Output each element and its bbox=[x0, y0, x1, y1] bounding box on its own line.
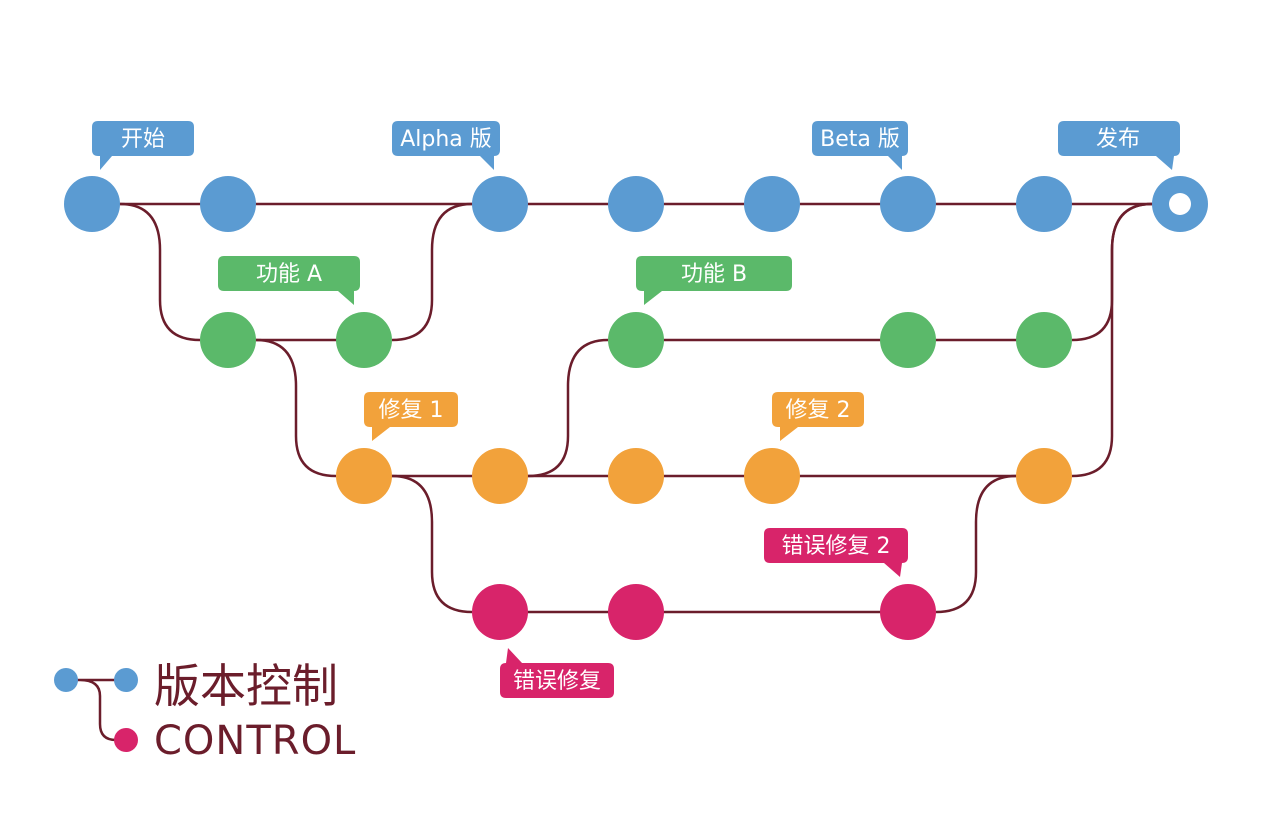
label-release: 发布 bbox=[1058, 121, 1180, 170]
label-bugfix-bubble bbox=[500, 648, 614, 698]
commit[interactable] bbox=[608, 176, 664, 232]
branch-icon-dot-3 bbox=[114, 728, 138, 752]
label-fix-2-text: 修复 2 bbox=[786, 398, 851, 423]
commit-fix-1[interactable] bbox=[336, 448, 392, 504]
feature-branch-commits bbox=[200, 312, 1072, 368]
label-feature-a-bubble bbox=[218, 256, 360, 305]
label-beta-bubble bbox=[812, 121, 908, 170]
label-beta: Beta 版 bbox=[812, 121, 908, 170]
label-feature-b-text: 功能 B bbox=[681, 262, 747, 287]
branch-fix-to-feature-b bbox=[527, 338, 609, 478]
label-bugfix: 错误修复 bbox=[500, 648, 614, 698]
commit-fix-2[interactable] bbox=[744, 448, 800, 504]
release-ring-center bbox=[1169, 193, 1191, 215]
merge-feature-to-alpha bbox=[391, 202, 473, 342]
bugfix-branch-commits bbox=[472, 584, 936, 640]
branch-icon-dot-1 bbox=[54, 668, 78, 692]
connections bbox=[92, 202, 1180, 614]
label-fix-1: 修复 1 bbox=[364, 392, 458, 441]
commit-alpha[interactable] bbox=[472, 176, 528, 232]
label-start-bubble bbox=[92, 121, 194, 170]
branch-start-to-feature bbox=[119, 202, 201, 342]
label-fix-1-text: 修复 1 bbox=[379, 398, 444, 423]
commit-beta[interactable] bbox=[880, 176, 936, 232]
commit[interactable] bbox=[1016, 176, 1072, 232]
branch-icon-lines bbox=[66, 678, 126, 742]
commit-feature-a[interactable] bbox=[336, 312, 392, 368]
label-feature-b: 功能 B bbox=[636, 256, 792, 305]
logo-title: 版本控制 bbox=[154, 659, 338, 713]
merge-fix-to-release bbox=[1071, 202, 1153, 478]
label-bugfix-2-bubble bbox=[764, 528, 908, 577]
label-start: 开始 bbox=[92, 121, 194, 170]
branch-fix-to-bugfix bbox=[391, 474, 473, 614]
label-alpha-bubble bbox=[392, 121, 500, 170]
label-alpha-text: Alpha 版 bbox=[400, 127, 492, 152]
commit[interactable] bbox=[880, 312, 936, 368]
label-bugfix-2: 错误修复 2 bbox=[764, 528, 908, 577]
label-release-text: 发布 bbox=[1096, 127, 1140, 152]
label-beta-text: Beta 版 bbox=[820, 127, 900, 152]
label-feature-a-text: 功能 A bbox=[256, 262, 322, 287]
branch-icon-dot-2 bbox=[114, 668, 138, 692]
label-feature-a: 功能 A bbox=[218, 256, 360, 305]
commit[interactable] bbox=[200, 176, 256, 232]
branch-icon bbox=[54, 668, 138, 752]
label-bugfix-2-text: 错误修复 2 bbox=[782, 534, 891, 559]
label-alpha: Alpha 版 bbox=[392, 121, 500, 170]
label-fix-2-bubble bbox=[772, 392, 864, 441]
commit[interactable] bbox=[1016, 312, 1072, 368]
logo: 版本控制 CONTROL bbox=[54, 659, 356, 764]
commit[interactable] bbox=[1016, 448, 1072, 504]
commit[interactable] bbox=[744, 176, 800, 232]
label-start-text: 开始 bbox=[121, 127, 165, 152]
label-fix-1-bubble bbox=[364, 392, 458, 441]
branch-feature-to-fix bbox=[255, 338, 337, 478]
logo-subtitle: CONTROL bbox=[154, 718, 356, 764]
commit[interactable] bbox=[608, 448, 664, 504]
label-release-bubble bbox=[1058, 121, 1180, 170]
label-bugfix-text: 错误修复 bbox=[513, 669, 601, 694]
commit-bugfix[interactable] bbox=[472, 584, 528, 640]
label-fix-2: 修复 2 bbox=[772, 392, 864, 441]
main-branch-commits bbox=[64, 176, 1208, 232]
commit-feature-b[interactable] bbox=[608, 312, 664, 368]
commit[interactable] bbox=[608, 584, 664, 640]
commit-bugfix-2[interactable] bbox=[880, 584, 936, 640]
fix-branch-commits bbox=[336, 448, 1072, 504]
label-feature-b-bubble bbox=[636, 256, 792, 305]
commit[interactable] bbox=[200, 312, 256, 368]
commit-start[interactable] bbox=[64, 176, 120, 232]
commit[interactable] bbox=[472, 448, 528, 504]
merge-bugfix-to-fix bbox=[935, 474, 1017, 614]
